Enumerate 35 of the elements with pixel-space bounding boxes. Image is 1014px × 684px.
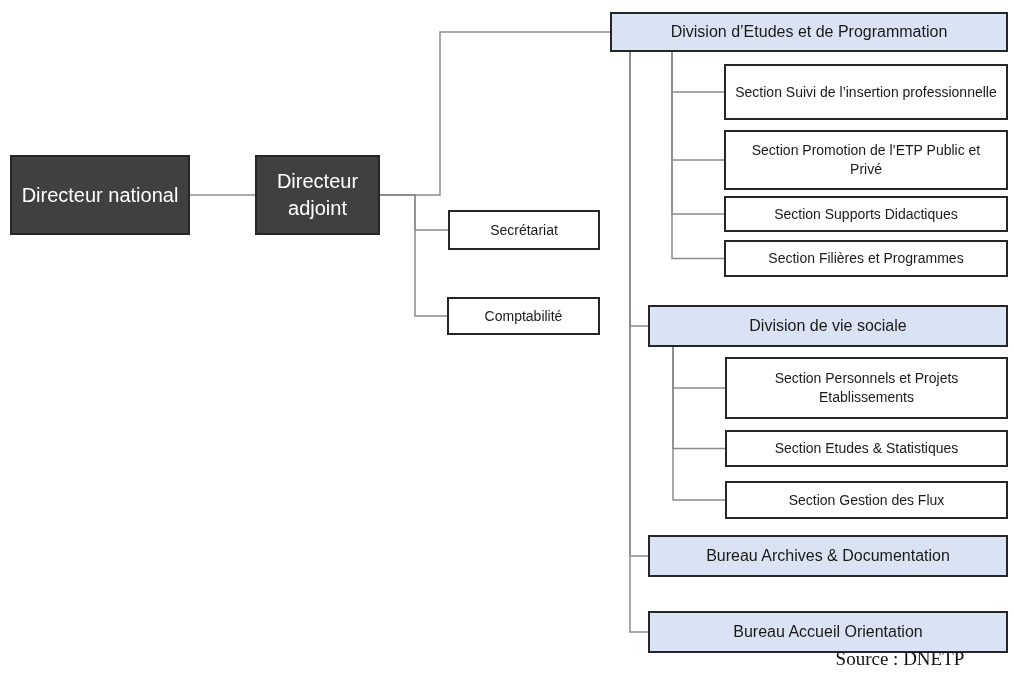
unit-name: Section Supports Didactiques [774,204,958,224]
org-box [10,155,190,235]
unit-name: Section Gestion des Flux [788,490,945,510]
unit-name: Secrétariat [490,220,558,240]
org-box [447,297,600,335]
org-box [448,210,600,250]
org-box [610,12,1008,52]
unit-name: Section Promotion de l’ETP Public et Privé [750,141,982,179]
unit-name: Directeur national [21,182,179,208]
org-box [648,535,1008,577]
org-box [725,481,1008,519]
org-box [724,130,1008,190]
org-box [724,240,1008,277]
unit-name: Section Etudes & Statistiques [774,439,959,458]
connector-line [189,194,256,196]
unit-name: Directeur adjoint [275,169,360,221]
unit-name: Comptabilité [484,306,563,326]
source-note: Source : DNETP [834,648,966,670]
unit-name: Section Suivi de l’insertion professionnelle [735,82,997,102]
org-box [724,196,1008,232]
unit-name: Bureau Archives & Documentation [706,546,950,567]
unit-name: Division de vie sociale [749,316,907,337]
org-box [724,64,1008,120]
org-box [725,357,1008,419]
org-box [648,305,1008,347]
connector-line [671,51,725,260]
unit-name: Bureau Accueil Orientation [733,622,923,643]
org-box [648,611,1008,653]
unit-name: Division d’Etudes et de Programmation [670,22,948,43]
unit-name: Section Filières et Programmes [768,249,964,268]
org-box [255,155,380,235]
unit-name: Section Personnels et Projets Etablissements [773,369,960,407]
org-box [725,430,1008,467]
connector-line [672,346,726,501]
connector-line [379,194,448,317]
